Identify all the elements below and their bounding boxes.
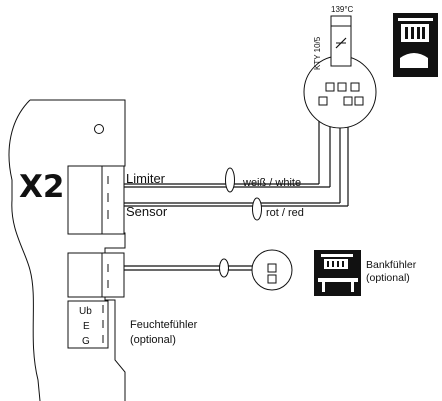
sensor-label: Sensor: [126, 204, 168, 219]
sauna-bench-icon: [314, 250, 361, 296]
humidity-connector: [67, 300, 109, 349]
sauna-heater-icon: [393, 13, 438, 77]
x2-label: X2: [19, 169, 64, 205]
thermostat-terminals: [318, 82, 364, 106]
white-cable-label: weiß / white: [242, 177, 301, 189]
cable-tie-red: [252, 197, 262, 221]
cable-tie-bench: [219, 258, 229, 278]
limiter-fuse: [330, 25, 352, 67]
humidity-sensor-name: Feuchtefühler: [130, 319, 198, 331]
humidity-sensor-optional: (optional): [130, 334, 176, 346]
humidity-pin-e: E: [83, 321, 90, 332]
bench-terminal-2: [267, 274, 277, 284]
temperature-label: 139°C: [331, 5, 354, 14]
model-label: KTY 10/5: [313, 36, 322, 70]
bench-terminal-1: [267, 263, 277, 273]
x2-connector: [67, 165, 125, 235]
bench-sensor-name: Bankfühler: [366, 259, 417, 271]
bench-sensor-optional: (optional): [366, 272, 410, 284]
bench-connector: [67, 252, 125, 298]
control-board-outline: [8, 99, 126, 401]
humidity-pin-g: G: [82, 336, 90, 347]
limiter-label: Limiter: [126, 171, 166, 186]
mounting-hole: [94, 124, 104, 134]
red-cable-label: rot / red: [266, 207, 304, 219]
humidity-pin-ub: Ub: [79, 306, 92, 317]
cable-tie-white: [225, 167, 235, 193]
fuse-top-bracket: [330, 15, 352, 26]
